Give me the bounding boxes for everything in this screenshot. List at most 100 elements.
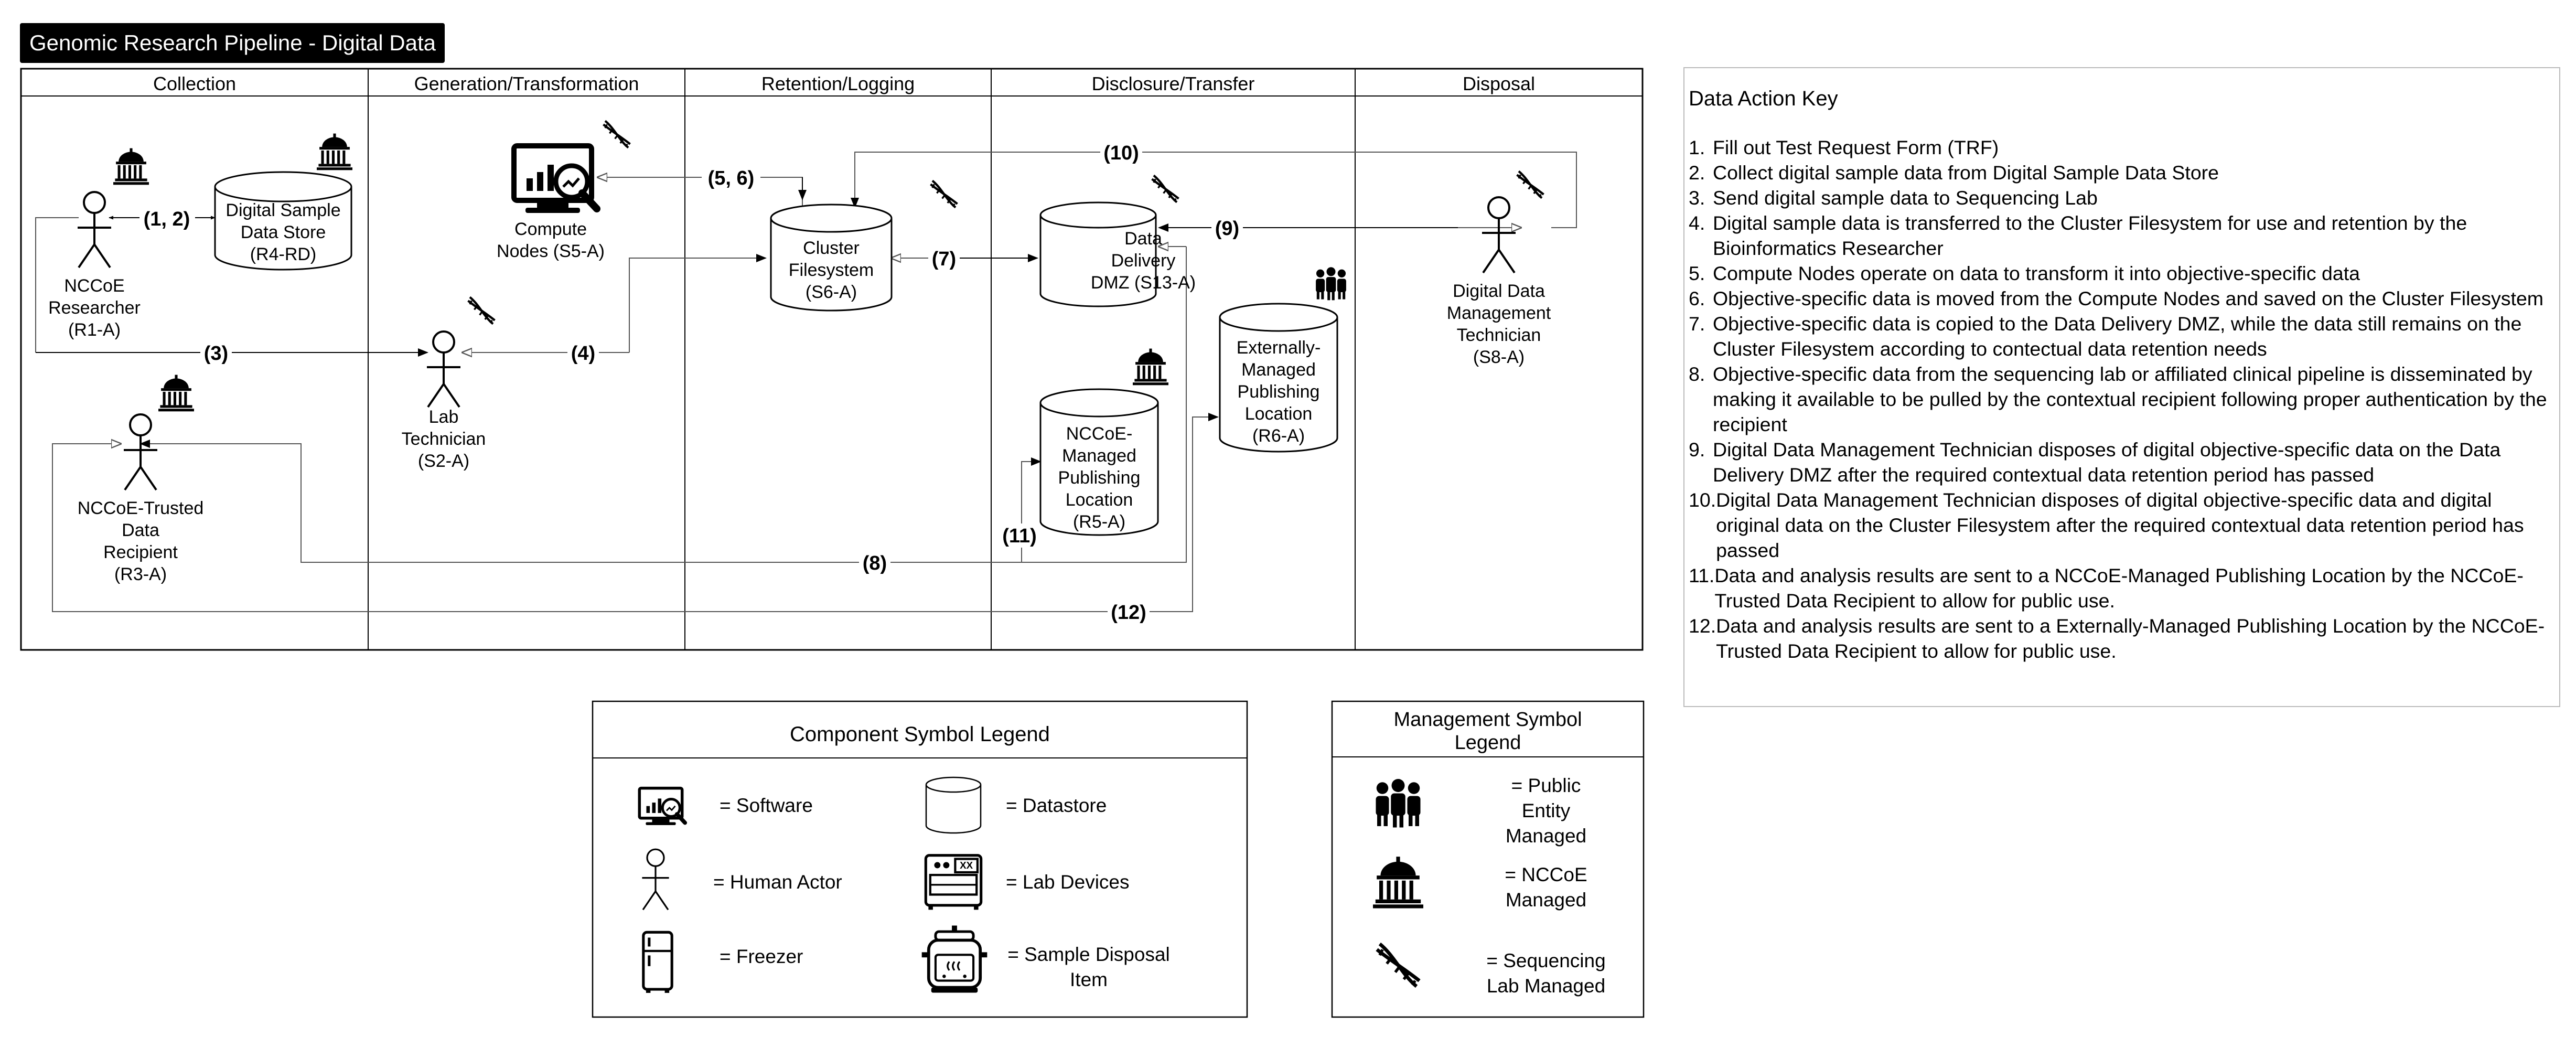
svg-text:(R4-RD): (R4-RD)	[250, 244, 317, 264]
svg-text:(S8-A): (S8-A)	[1473, 347, 1525, 367]
svg-text:(R1-A): (R1-A)	[68, 320, 121, 340]
svg-text:(S6-A): (S6-A)	[806, 282, 857, 302]
svg-text:DMZ (S13-A): DMZ (S13-A)	[1091, 273, 1196, 293]
node-ddm-tech: Digital Data Management Technician (S8-A…	[1447, 172, 1551, 367]
data-action-key: Data Action Key 1.Fill out Test Request …	[1683, 67, 2560, 707]
svg-text:Digital Data: Digital Data	[1453, 281, 1545, 301]
phase-generation: Generation/Transformation	[414, 73, 639, 94]
phase-disclosure: Disclosure/Transfer	[1092, 73, 1255, 94]
flow-label-4: (4)	[571, 343, 595, 365]
svg-text:Entity: Entity	[1522, 800, 1571, 821]
node-external-pub: Externally- Managed Publishing Location …	[1219, 267, 1346, 453]
legend-disposal-label-2: Item	[1070, 969, 1108, 990]
svg-text:NCCoE-: NCCoE-	[1066, 424, 1133, 444]
pipeline-frame	[20, 68, 1644, 651]
flow-connectors	[35, 152, 1577, 612]
svg-text:Externally-: Externally-	[1237, 338, 1321, 358]
svg-text:Digital Sample: Digital Sample	[226, 200, 340, 220]
phase-collection: Collection	[153, 73, 236, 94]
key-item: 12.Data and analysis results are sent to…	[1689, 615, 2545, 662]
management-legend-title-2: Legend	[1455, 732, 1521, 754]
freezer-icon	[643, 932, 672, 993]
phase-retention: Retention/Logging	[761, 73, 915, 94]
svg-text:= NCCoE: = NCCoE	[1505, 864, 1587, 885]
management-legend-title-1: Management Symbol	[1393, 709, 1582, 731]
legend-human-label: = Human Actor	[713, 871, 842, 893]
svg-text:(S2-A): (S2-A)	[418, 451, 469, 471]
key-item: 8.Objective-specific data from the seque…	[1689, 363, 2547, 435]
node-nccoe-pub: NCCoE- Managed Publishing Location (R5-A…	[1039, 348, 1168, 536]
flow-label-11: (11)	[1002, 525, 1036, 547]
legend-datastore-label: = Datastore	[1006, 795, 1107, 816]
phase-disposal: Disposal	[1463, 73, 1535, 94]
key-item: 4.Digital sample data is transferred to …	[1689, 212, 2467, 259]
svg-text:Managed: Managed	[1506, 889, 1586, 911]
svg-text:Researcher: Researcher	[48, 298, 141, 318]
flow-label-12: (12)	[1111, 602, 1146, 624]
legend-lab-devices-label: = Lab Devices	[1006, 871, 1130, 893]
svg-text:NCCoE-Trusted: NCCoE-Trusted	[78, 498, 204, 518]
svg-text:Technician: Technician	[1457, 325, 1541, 345]
legend-software-label: = Software	[720, 795, 813, 816]
flow-label-8: (8)	[863, 552, 887, 574]
svg-text:Managed: Managed	[1506, 825, 1586, 847]
svg-text:Location: Location	[1066, 490, 1133, 510]
node-lab-tech: Lab Technician (S2-A)	[402, 297, 495, 471]
key-item: 3.Send digital sample data to Sequencing…	[1689, 187, 2098, 209]
svg-text:Recipient: Recipient	[103, 542, 178, 562]
key-item: 1.Fill out Test Request Form (TRF)	[1689, 136, 1999, 158]
node-delivery-dmz: Data Delivery DMZ (S13-A)	[1039, 176, 1196, 307]
svg-text:Cluster: Cluster	[803, 238, 860, 258]
key-item: 9.Digital Data Management Technician dis…	[1689, 439, 2501, 486]
node-researcher: NCCoE Researcher (R1-A)	[48, 148, 149, 340]
svg-text:NCCoE: NCCoE	[64, 276, 124, 296]
svg-text:Data Store: Data Store	[241, 222, 326, 242]
flow-label-5-6: (5, 6)	[708, 167, 755, 189]
node-cluster-fs: Cluster Filesystem (S6-A)	[770, 181, 958, 312]
svg-text:Filesystem: Filesystem	[789, 260, 874, 280]
svg-text:Delivery: Delivery	[1111, 251, 1176, 271]
flow-label-9: (9)	[1215, 218, 1239, 240]
key-title: Data Action Key	[1689, 87, 1838, 110]
svg-text:Data: Data	[122, 520, 159, 540]
page-title: Genomic Research Pipeline - Digital Data	[20, 23, 445, 63]
node-sample-store: Digital Sample Data Store (R4-RD)	[214, 133, 352, 271]
svg-text:= Sequencing: = Sequencing	[1486, 950, 1605, 971]
svg-text:Compute: Compute	[514, 219, 587, 239]
key-item: 6.Objective-specific data is moved from …	[1689, 287, 2544, 309]
key-item: 5.Compute Nodes operate on data to trans…	[1689, 262, 2360, 284]
management-legend: Management Symbol Legend = Public Entity…	[1331, 700, 1645, 1018]
component-legend: Component Symbol Legend = Software = Dat…	[592, 700, 1248, 1018]
svg-text:Data: Data	[1124, 229, 1162, 249]
key-item: 11. Data and analysis results are sent t…	[1689, 564, 2524, 612]
component-legend-title: Component Symbol Legend	[790, 723, 1050, 746]
svg-text:Lab Managed: Lab Managed	[1487, 975, 1605, 997]
node-compute: Compute Nodes (S5-A)	[497, 121, 630, 261]
key-item: 10.Digital Data Management Technician di…	[1689, 489, 2524, 561]
software-icon	[639, 788, 685, 825]
svg-text:Publishing: Publishing	[1058, 468, 1141, 488]
key-item: 7.Objective-specific data is copied to t…	[1689, 313, 2522, 360]
svg-text:Management: Management	[1447, 303, 1551, 323]
svg-text:= Public: = Public	[1511, 775, 1581, 796]
key-list: 1.Fill out Test Request Form (TRF) 2.Col…	[1689, 135, 2555, 664]
svg-text:Technician: Technician	[402, 429, 486, 449]
flow-label-1-2: (1, 2)	[144, 208, 190, 230]
lab-devices-icon	[926, 856, 981, 910]
svg-text:(R3-A): (R3-A)	[114, 564, 167, 584]
svg-text:Lab: Lab	[429, 407, 459, 427]
flow-label-7: (7)	[932, 248, 956, 270]
software-icon	[514, 146, 597, 213]
key-item: 2.Collect digital sample data from Digit…	[1689, 162, 2219, 184]
node-trusted-recipient: NCCoE-Trusted Data Recipient (R3-A)	[78, 375, 204, 584]
flow-label-10: (10)	[1103, 142, 1139, 164]
svg-text:Managed: Managed	[1062, 446, 1136, 466]
svg-text:(R5-A): (R5-A)	[1073, 512, 1125, 532]
svg-text:Managed: Managed	[1241, 360, 1316, 380]
svg-text:Location: Location	[1245, 404, 1313, 424]
svg-text:(R6-A): (R6-A)	[1252, 426, 1305, 446]
svg-text:Publishing: Publishing	[1238, 382, 1320, 402]
legend-freezer-label: = Freezer	[720, 946, 803, 967]
